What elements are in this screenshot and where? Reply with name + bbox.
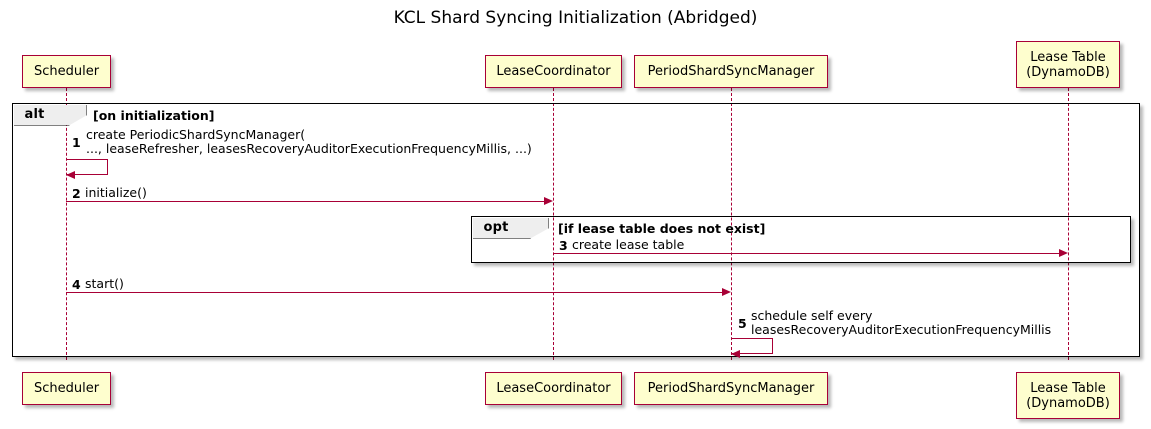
message-3-number: 3 [559,238,568,253]
message-3-text: create lease table [572,237,685,252]
participant-period-shard-sync-manager-bottom[interactable]: PeriodShardSyncManager [634,372,828,405]
message-4-line [66,292,722,293]
fragment-alt-keyword: alt [13,104,87,126]
participant-label: Scheduler [33,381,100,396]
message-5-text-line2: leasesRecoveryAuditorExecutionFrequencyM… [751,322,1052,337]
participant-lease-table-top[interactable]: Lease Table (DynamoDB) [1016,41,1120,88]
participant-period-shard-sync-manager-top[interactable]: PeriodShardSyncManager [634,55,828,88]
participant-scheduler-bottom[interactable]: Scheduler [22,372,111,405]
message-5-arrowhead [731,349,740,358]
participant-label-line2: (DynamoDB) [1026,64,1110,80]
message-5-text-line1: schedule self every [751,308,873,323]
message-5-self-loop [731,338,773,354]
fragment-opt-guard: [if lease table does not exist] [558,221,766,236]
participant-lease-coordinator-top[interactable]: LeaseCoordinator [485,55,622,88]
message-4-text: start() [85,276,124,291]
fragment-opt [471,216,1131,263]
participant-label: PeriodShardSyncManager [647,64,815,79]
message-3-line [553,253,1059,254]
participant-label-line1: Lease Table [1030,49,1106,65]
participant-label: Scheduler [33,64,100,79]
page-title: KCL Shard Syncing Initialization (Abridg… [393,8,758,28]
fragment-alt-guard: [on initialization] [93,108,215,123]
message-1-text-line2: ..., leaseRefresher, leasesRecoveryAudit… [86,141,532,156]
message-5-number: 5 [738,316,747,331]
participant-lease-coordinator-bottom[interactable]: LeaseCoordinator [485,372,622,405]
participant-label: LeaseCoordinator [496,64,611,79]
fragment-alt [12,103,1140,357]
message-1-self-loop [66,159,108,175]
message-1-arrowhead [66,170,75,179]
participant-scheduler-top[interactable]: Scheduler [22,55,111,88]
participant-label: PeriodShardSyncManager [647,381,815,396]
participant-label-line2: (DynamoDB) [1026,395,1110,411]
lifeline-lease-coordinator [553,88,554,360]
lifeline-scheduler [66,88,67,360]
lifeline-lease-table [1068,88,1069,360]
lifeline-period-shard-sync-manager [731,88,732,360]
message-2-arrowhead [544,197,553,205]
participant-label-line1: Lease Table [1030,380,1106,396]
fragment-keyword-text: alt [24,107,45,122]
message-1-text-line1: create PeriodicShardSyncManager( [86,127,306,142]
participant-lease-table-bottom[interactable]: Lease Table (DynamoDB) [1016,372,1120,419]
message-2-number: 2 [72,186,81,201]
message-3-arrowhead [1059,249,1068,257]
message-4-arrowhead [722,288,731,296]
fragment-opt-keyword: opt [472,217,549,239]
participant-label: LeaseCoordinator [496,381,611,396]
message-1-number: 1 [72,135,81,150]
message-2-line [66,201,544,202]
message-4-number: 4 [72,277,81,292]
message-2-text: initialize() [85,185,147,200]
fragment-keyword-text: opt [483,220,509,235]
